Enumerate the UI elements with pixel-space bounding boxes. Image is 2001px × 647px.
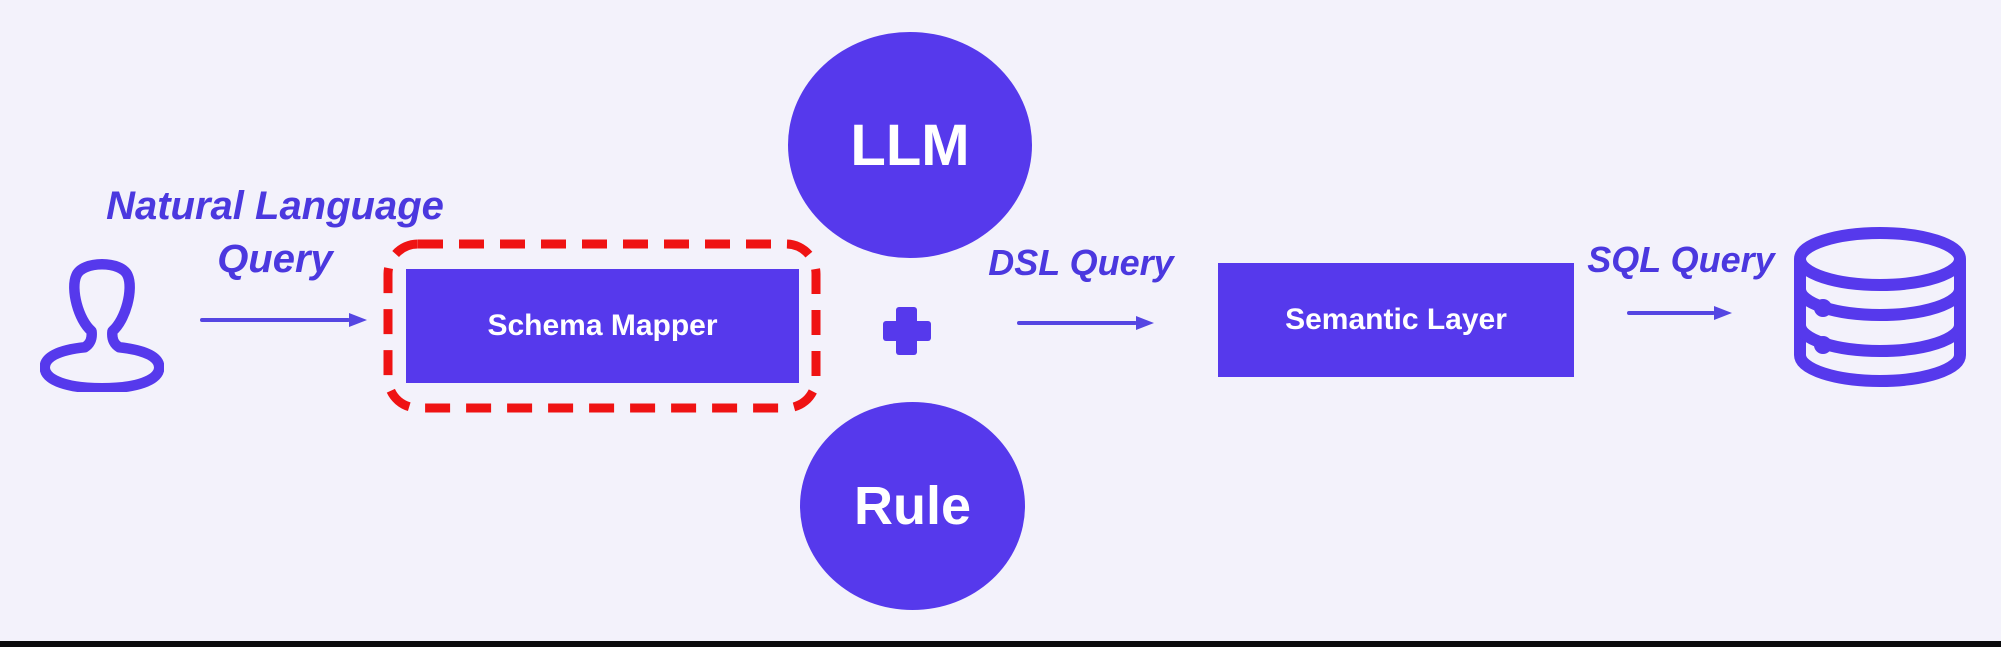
plus-horizontal-bar — [883, 321, 931, 341]
bottom-border-strip — [0, 641, 2001, 647]
person-icon — [40, 259, 164, 392]
schema-mapper-label: Schema Mapper — [487, 309, 718, 342]
schema-mapper-node: Schema Mapper — [406, 269, 799, 383]
llm-label: LLM — [850, 112, 970, 178]
rule-node: Rule — [800, 402, 1025, 610]
plus-icon — [883, 307, 931, 355]
highlight-dashed-border — [383, 239, 821, 413]
dsl-query-label: DSL Query — [988, 242, 1174, 283]
semantic-layer-node: Semantic Layer — [1218, 263, 1574, 377]
database-icon — [1794, 227, 1966, 387]
llm-node: LLM — [788, 32, 1032, 258]
nl-query-label: Natural Language Query — [106, 184, 444, 281]
arrow-user-to-schema-mapper — [200, 318, 350, 322]
semantic-layer-label: Semantic Layer — [1285, 303, 1507, 336]
sql-query-label: SQL Query — [1587, 239, 1775, 280]
rule-label: Rule — [853, 476, 972, 536]
arrow-to-database — [1627, 311, 1715, 315]
arrow-to-semantic-layer — [1017, 321, 1137, 325]
